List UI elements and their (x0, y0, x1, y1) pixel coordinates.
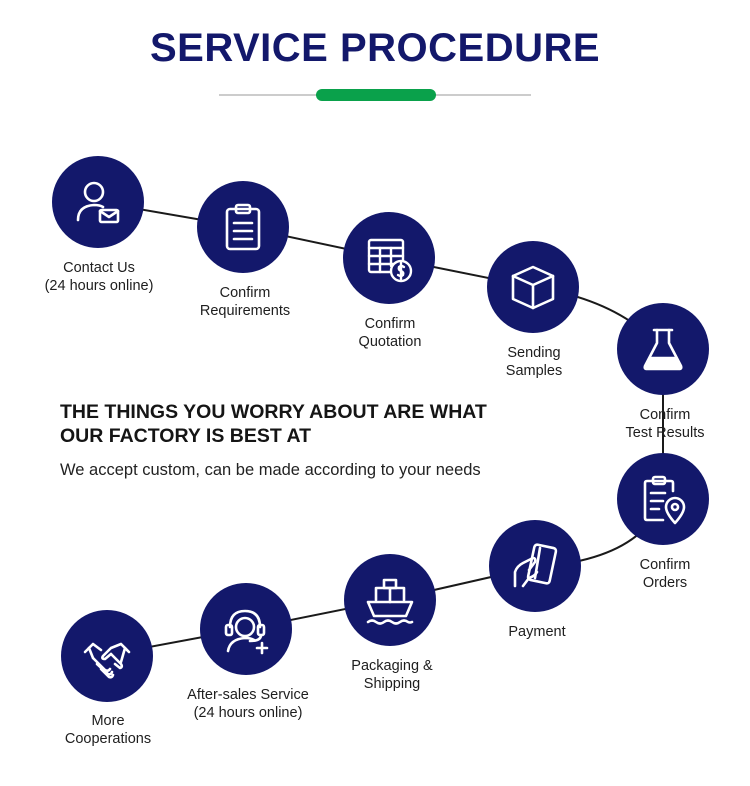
flask-icon (635, 321, 691, 377)
step-label-confirm-orders: Confirm Orders (640, 556, 691, 592)
step-sending-samples (487, 241, 579, 333)
step-label-confirm-quotation: Confirm Quotation (359, 315, 422, 351)
step-label-confirm-test-results: Confirm Test Results (626, 406, 705, 442)
page-title: SERVICE PROCEDURE (149, 26, 601, 70)
step-label-line: (24 hours online) (193, 705, 303, 721)
step-label-line: Test Results (625, 425, 705, 441)
clipboard-icon (215, 199, 271, 255)
step-label-line: Packaging & (351, 658, 433, 674)
step-label-contact-us: Contact Us (24 hours online) (45, 259, 154, 295)
step-label-line: After-sales Service (187, 687, 309, 703)
step-label-line: Quotation (358, 334, 422, 350)
step-label-packaging-shipping: Packaging & Shipping (351, 657, 432, 693)
step-label-line: Confirm (219, 285, 271, 301)
step-label-line: Samples (505, 363, 563, 379)
step-label-line: Confirm (364, 316, 416, 332)
step-payment (489, 520, 581, 612)
step-confirm-test-results (617, 303, 709, 395)
step-label-line: Contact Us (63, 260, 135, 276)
step-confirm-requirements (197, 181, 289, 273)
handshake-icon (79, 628, 135, 684)
headset-support-icon (218, 601, 274, 657)
step-label-more-cooperations: More Cooperations (65, 712, 151, 748)
box-icon (505, 259, 561, 315)
subline: We accept custom, can be made according … (60, 461, 481, 479)
order-location-icon (635, 471, 691, 527)
step-label-sending-samples: Sending Samples (506, 344, 562, 380)
step-label-line: Sending (507, 345, 561, 361)
step-label-after-sales-service: After-sales Service (24 hours online) (187, 686, 309, 722)
contact-user-mail-icon (70, 174, 126, 230)
ship-icon (362, 572, 418, 628)
step-label-line: More (91, 713, 125, 729)
step-packaging-shipping (344, 554, 436, 646)
step-label-line: Cooperations (64, 731, 152, 747)
card-payment-icon (507, 538, 563, 594)
step-label-payment: Payment (508, 623, 565, 641)
step-label-line: (24 hours online) (44, 278, 154, 294)
step-confirm-quotation (343, 212, 435, 304)
step-contact-us (52, 156, 144, 248)
step-label-line: Shipping (363, 676, 421, 692)
step-label-line: Confirm (639, 557, 691, 573)
step-more-cooperations (61, 610, 153, 702)
step-confirm-orders (617, 453, 709, 545)
step-label-line: Confirm (639, 407, 691, 423)
headline-line: THE THINGS YOU WORRY ABOUT ARE WHAT (60, 401, 487, 423)
headline: THE THINGS YOU WORRY ABOUT ARE WHAT OUR … (60, 400, 580, 448)
title-accent-bar (316, 89, 436, 101)
quotation-calculator-icon (361, 230, 417, 286)
step-label-confirm-requirements: Confirm Requirements (200, 284, 290, 320)
step-label-line: Orders (642, 575, 688, 591)
step-label-line: Requirements (199, 303, 291, 319)
step-label-line: Payment (508, 624, 566, 640)
headline-line: OUR FACTORY IS BEST AT (60, 425, 311, 447)
step-after-sales-service (200, 583, 292, 675)
